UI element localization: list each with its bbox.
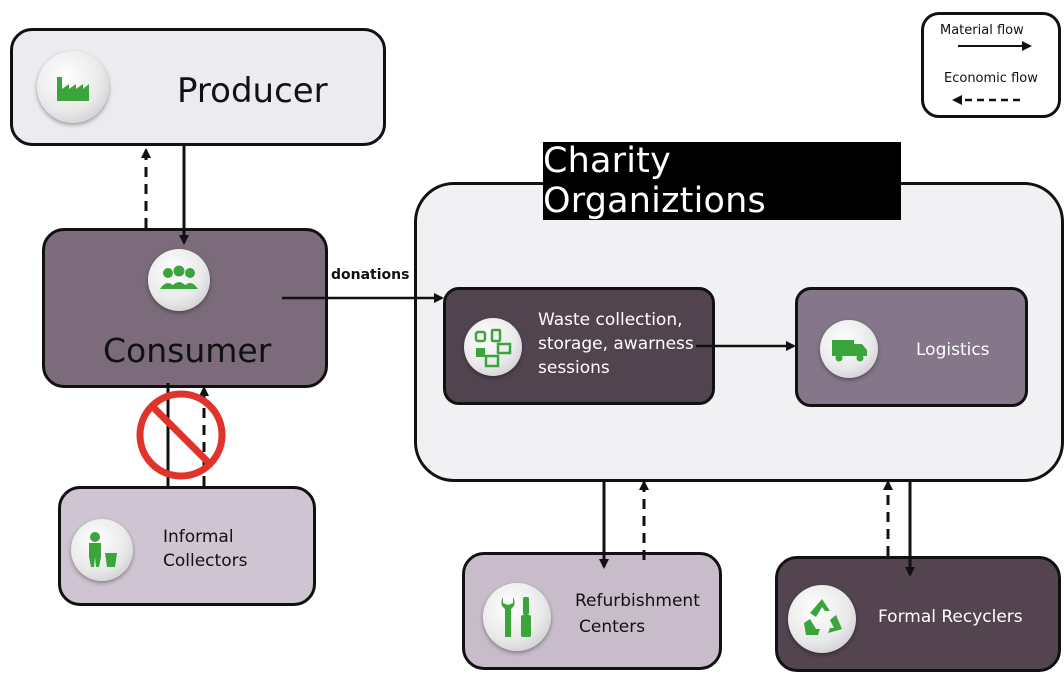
donations-label: donations [331, 267, 410, 283]
people-group-icon [148, 249, 210, 311]
logistics-node: Logistics [795, 287, 1028, 407]
producer-label: Producer [177, 71, 328, 111]
legend-economic-flow-label: Economic flow [944, 71, 1038, 86]
logistics-label: Logistics [916, 340, 990, 360]
waste-label-line1: Waste collection, [538, 310, 683, 330]
person-trash-icon [71, 519, 133, 581]
producer-node: Producer [10, 28, 386, 146]
refurbishment-centers-node: Refurbishment Centers [462, 552, 722, 670]
legend-material-flow-label: Material flow [940, 23, 1024, 38]
formal-recyclers-node: Formal Recyclers [775, 556, 1061, 672]
factory-icon [37, 51, 109, 123]
recyclers-label: Formal Recyclers [878, 607, 1023, 627]
consumer-node: Consumer [42, 228, 328, 388]
prohibited-icon [136, 390, 226, 480]
tools-icon [483, 583, 551, 651]
informal-label-line1: Informal [163, 527, 234, 547]
waste-label-line3: sessions [538, 358, 610, 378]
refurb-label-line2: Centers [579, 617, 646, 637]
refurb-label-line1: Refurbishment [575, 591, 700, 611]
devices-icon [464, 318, 522, 376]
waste-label-line2: storage, awarness [538, 334, 694, 354]
informal-label-line2: Collectors [163, 551, 248, 571]
recycle-icon [788, 585, 856, 653]
consumer-label: Consumer [103, 331, 272, 370]
charity-title: Charity Organiztions [543, 141, 901, 221]
informal-collectors-node: Informal Collectors [58, 486, 316, 606]
truck-icon [820, 320, 878, 378]
